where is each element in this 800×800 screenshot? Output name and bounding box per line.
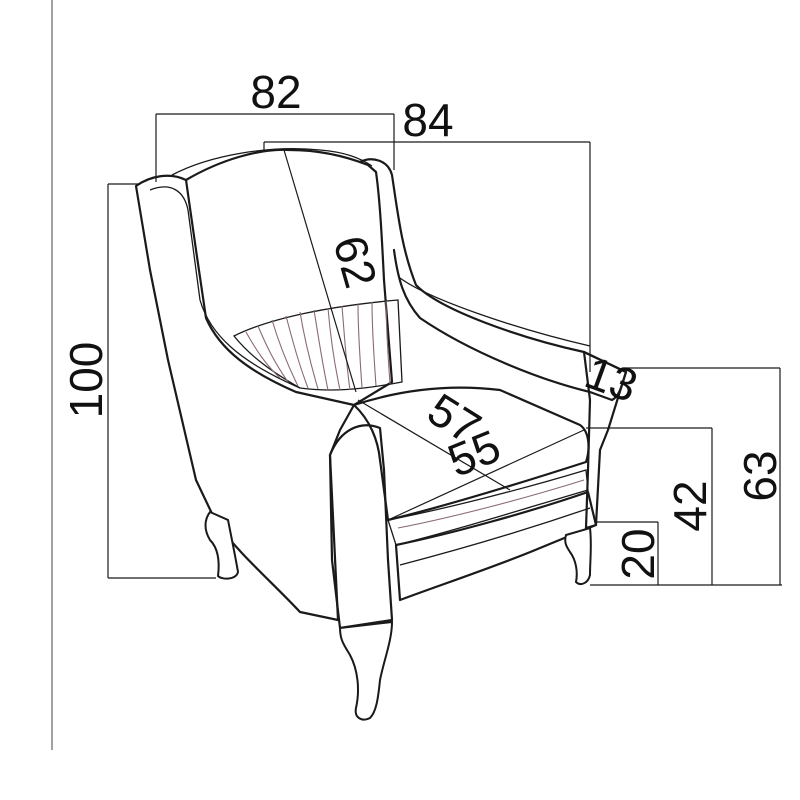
front-base [394,490,598,602]
front-base-inner [399,507,591,566]
dimension-lines [107,113,782,586]
seat-cushion [352,386,590,522]
dim-arm-height: 63 [734,450,786,501]
right-armrest-top [399,277,591,347]
left-wing-inner-edge [149,186,301,389]
seat-piping [397,479,585,529]
backrest-cushion [232,299,403,391]
left-back-leg [204,510,240,580]
armchair [134,148,628,721]
dim-width-top: 82 [250,66,301,118]
backrest-frame [184,148,394,407]
dim-armrest-width: 13 [579,346,645,412]
backrest-pleats [245,300,391,391]
backrest-top-curve [171,148,373,176]
dim-overall-height: 100 [60,342,112,419]
dim-seat-height: 42 [664,480,716,531]
left-arm-front [328,424,394,630]
left-side-panel [134,174,356,622]
dim-leg-height: 20 [612,528,664,579]
dim-width-overall: 84 [402,94,453,146]
right-front-leg [564,526,592,585]
front-center-leg [338,620,394,721]
dim-backrest-height: 62 [323,230,387,294]
right-arm-front [582,350,628,530]
